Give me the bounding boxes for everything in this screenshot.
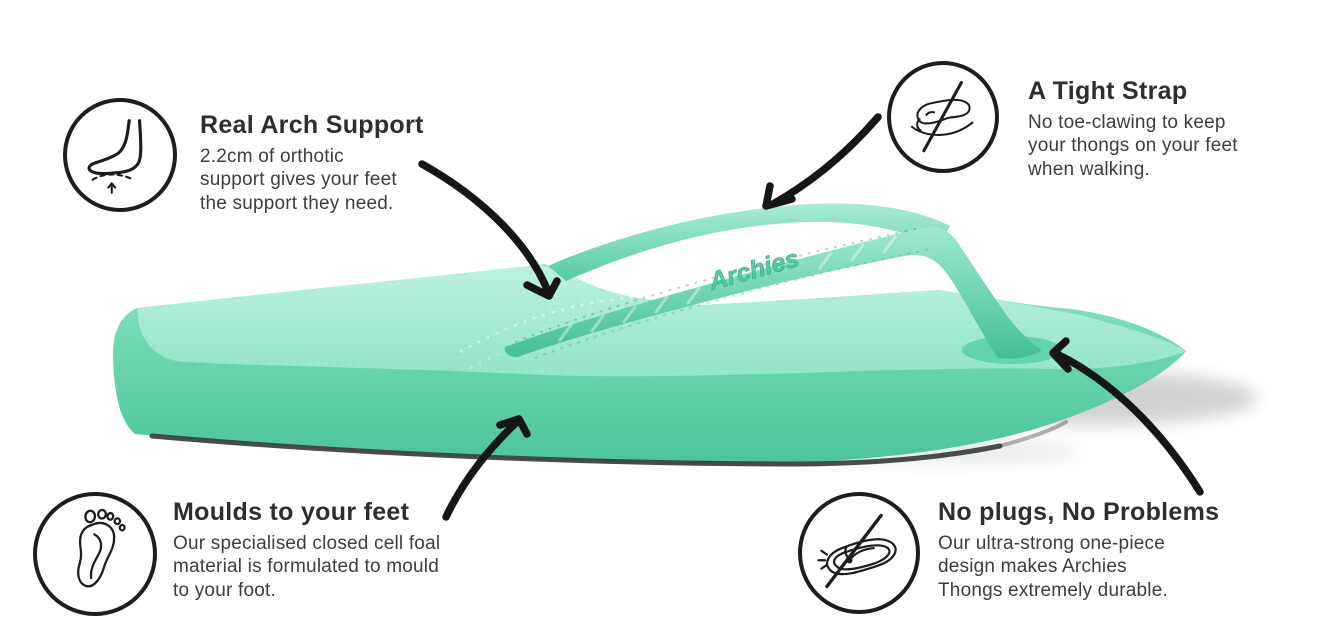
- arrow-to-strap: [762, 113, 882, 210]
- callout-title: Real Arch Support: [200, 111, 424, 139]
- callout-title: A Tight Strap: [1028, 77, 1188, 105]
- no-toe-clawing-icon: [887, 61, 999, 173]
- callout-line: Our ultra-strong one-piece: [938, 532, 1165, 554]
- arch-emboss-detail: [459, 294, 651, 354]
- sandal-deck: [137, 265, 1186, 377]
- outsole-line: [149, 433, 1003, 467]
- callout-line: support gives your feet: [200, 169, 397, 190]
- sandal-sole: [112, 264, 1187, 465]
- callout-line: material is formulated to mould: [173, 556, 439, 577]
- callout-title: Moulds to your feet: [173, 498, 410, 526]
- callout-line: when walking.: [1028, 158, 1150, 180]
- callout-line: your thongs on your feet: [1028, 135, 1238, 156]
- callout-line: No toe-clawing to keep: [1028, 111, 1226, 133]
- callout-line: Thongs extremely durable.: [938, 579, 1168, 601]
- arrow-to-arch: [418, 160, 561, 300]
- no-plug-thong-icon: [798, 492, 920, 614]
- sandal-shadow: [927, 371, 1257, 425]
- callout-title: No plugs, No Problems: [938, 498, 1220, 526]
- callout-line: 2.2cm of orthotic: [200, 145, 344, 167]
- arrow-to-toepost: [1049, 337, 1204, 496]
- strap-chevron-emboss: [558, 235, 897, 342]
- callout-line: Our specialised closed cell foal: [173, 532, 441, 554]
- sandal-strap-near: [504, 226, 1042, 359]
- callout-line: to your foot.: [173, 579, 276, 601]
- footprint-icon: [33, 492, 157, 616]
- callout-line: design makes Archies: [938, 556, 1127, 577]
- sandal-strap-far: [548, 203, 950, 281]
- foot-arch-support-icon: [63, 98, 177, 212]
- arrow-to-midsole: [442, 415, 531, 521]
- callout-line: the support they need.: [200, 192, 394, 214]
- embossed-logo: Archies: [705, 244, 802, 296]
